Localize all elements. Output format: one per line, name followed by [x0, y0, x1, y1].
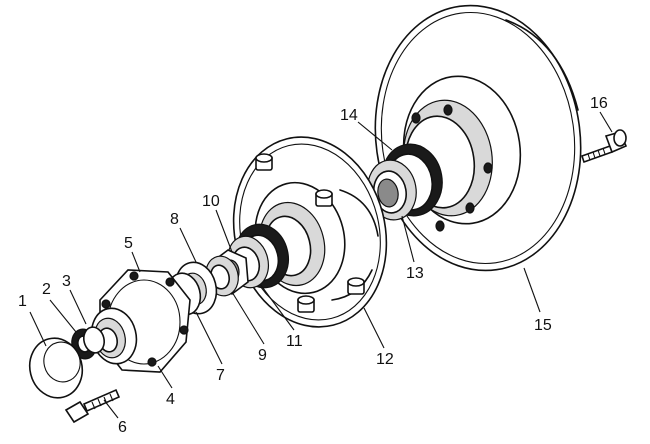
- nut-washer-2-3: [71, 326, 105, 360]
- leader-lines: [29, 111, 613, 419]
- label-7: 7: [216, 367, 225, 384]
- label-11: 11: [286, 333, 303, 350]
- label-15: 15: [534, 317, 552, 334]
- label-1: 1: [18, 293, 27, 310]
- label-12: 12: [376, 351, 394, 368]
- label-5: 5: [124, 235, 133, 252]
- bolt-6: [64, 388, 121, 424]
- label-14: 14: [340, 107, 358, 124]
- bearing-13-14: [367, 143, 443, 221]
- label-10: 10: [202, 193, 220, 210]
- brake-disc: [374, 4, 582, 272]
- bolt-16: [580, 129, 628, 164]
- label-2: 2: [42, 281, 51, 298]
- wheel-studs: [255, 153, 365, 313]
- label-16: 16: [590, 95, 608, 112]
- callout-labels: 1 2 3 4 5 6 7 8 9 10 11 12 13 14 15 16: [18, 95, 608, 436]
- label-9: 9: [258, 347, 267, 364]
- grease-cap: [28, 337, 84, 399]
- label-3: 3: [62, 273, 71, 290]
- label-8: 8: [170, 211, 179, 228]
- drive-flange: [90, 269, 191, 373]
- label-13: 13: [406, 265, 424, 282]
- label-6: 6: [118, 419, 127, 436]
- label-4: 4: [166, 391, 175, 408]
